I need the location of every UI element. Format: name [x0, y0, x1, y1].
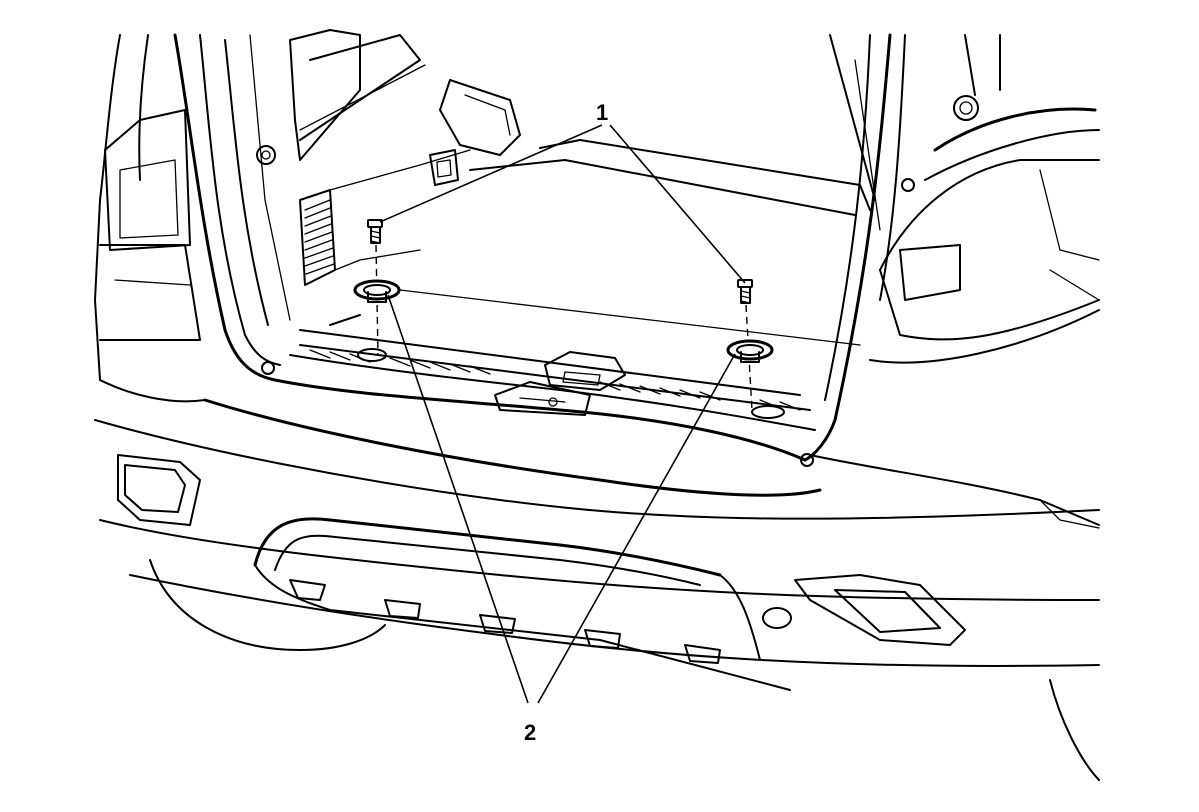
callout-label-2: 2 — [524, 720, 536, 745]
right-retainer — [726, 339, 774, 363]
callout-label-1: 1 — [596, 100, 608, 125]
left-interior-trim — [289, 29, 521, 286]
cargo-floor — [329, 139, 871, 346]
sill-ribs — [309, 349, 801, 411]
left-bolt — [367, 219, 383, 244]
rear-bumper-fascia — [94, 379, 1100, 781]
left-retainer — [353, 279, 401, 303]
right-bolt — [737, 279, 753, 304]
callout-1-leaders — [379, 124, 746, 284]
rear-sill-plate — [273, 329, 816, 462]
left-bolt-alignment-line — [375, 244, 379, 356]
left-door-jamb — [173, 33, 291, 382]
vent-grille — [304, 199, 335, 275]
left-body-side — [94, 34, 201, 381]
right-door-jamb — [800, 33, 1001, 467]
callout-2-leaders — [387, 294, 736, 704]
right-tail-lamp — [869, 107, 1100, 364]
